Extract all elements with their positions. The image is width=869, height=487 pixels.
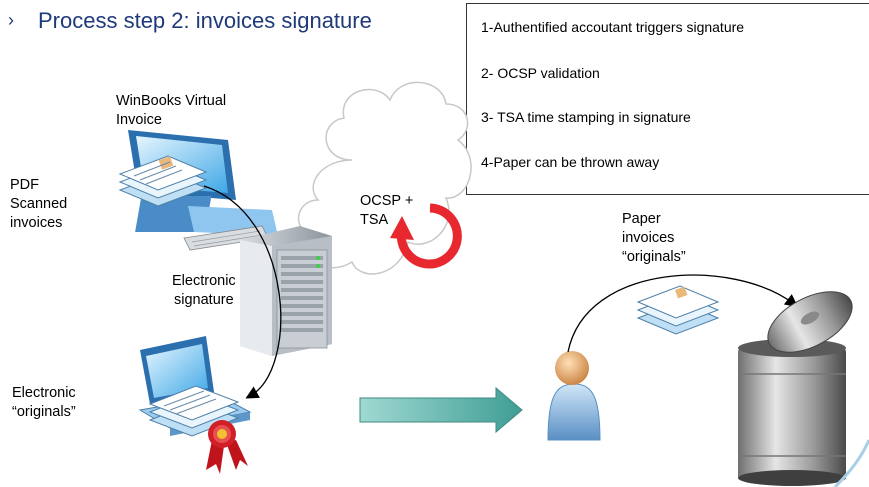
throw-flow-arrow	[567, 274, 799, 353]
documents-icon	[118, 155, 208, 207]
wax-seal-icon	[206, 420, 248, 474]
person-icon	[547, 351, 601, 441]
electronic-signature-label-line: signature	[174, 292, 234, 308]
documents-icon	[636, 285, 720, 335]
ocsp-label: OCSP + TSA	[360, 192, 413, 230]
ocsp-label-line: TSA	[360, 212, 389, 228]
title-bullet: ›	[8, 10, 14, 30]
paper-originals-label-line: invoices	[622, 230, 675, 246]
electronic-signature-label-line: Electronic	[172, 273, 236, 289]
winbooks-label: WinBooks Virtual Invoice	[116, 92, 226, 130]
corner-swoosh	[833, 439, 869, 487]
step-3: 3- TSA time stamping in signature	[481, 109, 691, 125]
pdf-label-line: Scanned	[10, 196, 68, 212]
step-2: 2- OCSP validation	[481, 65, 600, 81]
step-4: 4-Paper can be thrown away	[481, 154, 660, 170]
pdf-label: PDF Scanned invoices	[10, 176, 67, 233]
trash-can-icon	[738, 291, 853, 486]
server-icon	[240, 226, 332, 356]
electronic-originals-label-line: Electronic	[12, 385, 76, 401]
electronic-originals-label: Electronic “originals”	[12, 384, 76, 422]
refresh-cycle-icon	[390, 203, 462, 269]
pdf-label-line: PDF	[10, 177, 39, 193]
ocsp-label-line: OCSP +	[360, 193, 414, 209]
winbooks-label-line: WinBooks Virtual	[116, 93, 227, 109]
signature-flow-arrow	[203, 185, 282, 399]
documents-icon	[148, 385, 240, 437]
electronic-signature-label: Electronic signature	[172, 272, 236, 310]
paper-originals-label-line: “originals”	[622, 249, 686, 265]
page-title: Process step 2: invoices signature	[38, 8, 372, 33]
paper-originals-label-line: Paper	[622, 211, 661, 227]
electronic-originals-label-line: “originals”	[12, 404, 76, 420]
paper-originals-label: Paper invoices “originals”	[622, 210, 686, 267]
steps-box: 1-Authentified accoutant triggers signat…	[466, 3, 869, 195]
right-arrow-icon	[359, 386, 523, 434]
pdf-label-line: invoices	[10, 215, 63, 231]
winbooks-label-line: Invoice	[116, 112, 162, 128]
step-1: 1-Authentified accoutant triggers signat…	[481, 19, 745, 35]
